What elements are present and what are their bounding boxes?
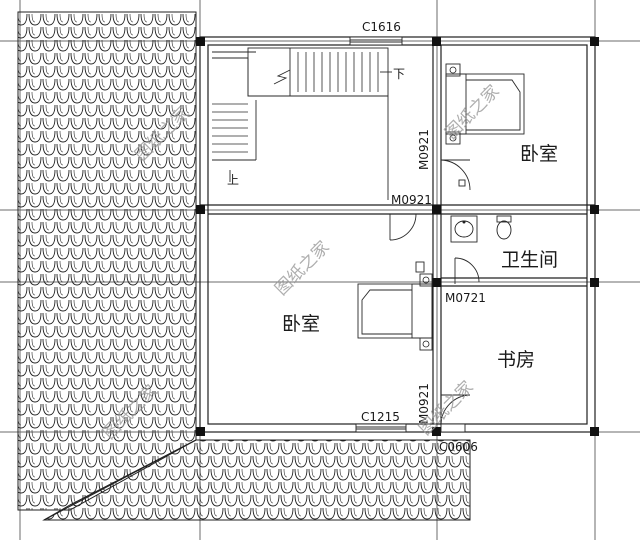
staircase [212,47,392,200]
roof-tiles [17,11,471,521]
room-label-bedroom-top: 卧室 [520,143,558,165]
room-label-study: 书房 [497,349,535,371]
door-study [440,394,471,425]
window-top [349,36,403,46]
stair-up-label: 上 [227,173,239,187]
label-door-study: M0921 [417,383,431,424]
door-bedroom-top [440,159,471,191]
watermark: 图纸之家 [271,237,333,299]
label-door-bedroom-main: M0921 [391,193,432,207]
label-window-small: C0606 [439,440,478,454]
label-window-top: C1616 [362,20,401,34]
window-small [440,423,466,433]
washbasin [450,215,478,243]
door-bathroom [415,257,480,284]
label-door-bedroom-top: M0921 [417,129,431,170]
structural-columns [196,37,599,436]
label-door-bathroom: M0721 [445,291,486,305]
room-label-bedroom-main: 卧室 [282,313,320,335]
bed-main [357,273,433,351]
stair-down-label: 下 [393,67,405,81]
room-label-bathroom: 卫生间 [501,249,558,271]
window-bottom [355,423,407,433]
label-window-bottom: C1215 [361,410,400,424]
door-bedroom-main [389,213,417,241]
bed-top [445,63,525,145]
toilet [496,215,512,240]
